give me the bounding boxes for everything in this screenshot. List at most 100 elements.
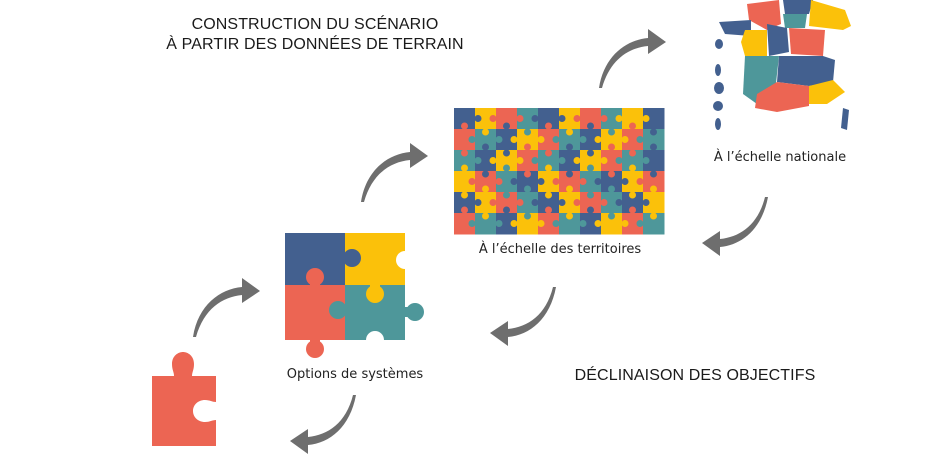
territory-piece-tab [608, 212, 615, 220]
tab-teal-left-neck [343, 305, 349, 315]
arrow-up-right-3 [599, 29, 666, 88]
territory-piece [475, 192, 497, 214]
territory-piece-tab [545, 191, 552, 199]
territory-piece-tab [516, 199, 524, 206]
territory-piece [643, 192, 665, 214]
caption-national: À l’échelle nationale [713, 150, 847, 165]
region-ile-de-france [783, 14, 807, 28]
territory-piece-tab [608, 143, 615, 151]
territory-piece-tab [636, 136, 644, 143]
territory-piece-tab [579, 220, 587, 227]
territory-piece-tab [461, 122, 468, 130]
territory-piece-tab [495, 220, 503, 227]
territory-piece-tab [495, 136, 503, 143]
territory-piece-tab [489, 199, 497, 206]
territory-piece-tab [482, 185, 489, 193]
blank-yellow-right [396, 251, 414, 269]
territory-piece [643, 150, 665, 172]
territory-piece [580, 213, 602, 235]
territory-piece [601, 129, 623, 151]
territory-piece-tab [474, 199, 482, 206]
territory-piece-tab [545, 149, 552, 157]
territory-piece-tab [468, 178, 476, 185]
territory-piece [622, 171, 644, 193]
territory-piece [580, 150, 602, 172]
territory-piece [559, 171, 581, 193]
territory-piece-tab [545, 206, 552, 214]
territory-piece-tab [587, 149, 594, 157]
territory-piece-tab [594, 136, 602, 143]
territory-piece-tab [489, 157, 497, 164]
territory-piece-tab [510, 220, 518, 227]
region-corse [841, 108, 849, 130]
territory-piece [454, 150, 476, 172]
territory-piece-tab [552, 136, 560, 143]
territory-piece-tab [461, 206, 468, 214]
construction-heading-line1: CONSTRUCTION DU SCÉNARIO [191, 16, 439, 33]
territory-piece-tab [579, 136, 587, 143]
region-grand-est [809, 0, 851, 30]
territory-piece-tab [621, 220, 629, 227]
territory-piece-tab [642, 115, 650, 122]
territory-piece [622, 108, 644, 130]
region-centre [767, 24, 789, 56]
territory-piece [601, 192, 623, 214]
territory-piece-tab [510, 136, 518, 143]
region-normandie [747, 0, 781, 30]
territory-piece [517, 108, 539, 130]
territory-piece-tab [558, 157, 566, 164]
territory-piece [601, 108, 623, 130]
territory-piece [454, 129, 476, 151]
territory-piece-tab [482, 212, 489, 220]
territory-piece-tab [642, 199, 650, 206]
territory-piece [517, 171, 539, 193]
territory-piece-tab [566, 128, 573, 136]
territory-piece-tab [629, 149, 636, 157]
territory-piece [538, 129, 560, 151]
territory-piece [454, 171, 476, 193]
territory-piece-tab [503, 122, 510, 130]
territory-piece-tab [629, 191, 636, 199]
territory-piece [580, 108, 602, 130]
territory-piece [622, 192, 644, 214]
territory-piece-tab [636, 220, 644, 227]
territory-piece-tab [566, 170, 573, 178]
territory-piece-tab [461, 149, 468, 157]
territory-piece-tab [474, 157, 482, 164]
territory-piece-tab [573, 157, 581, 164]
territory-piece [475, 150, 497, 172]
territory-piece-tab [573, 199, 581, 206]
territory-piece [538, 213, 560, 235]
territory-piece-tab [489, 115, 497, 122]
territory-piece-tab [650, 170, 657, 178]
caption-systems: Options de systèmes [286, 367, 424, 382]
overseas-territory [715, 64, 721, 76]
territory-piece-tab [531, 115, 539, 122]
territory-piece [559, 108, 581, 130]
tab-teal-right-neck [403, 307, 411, 317]
territory-piece-tab [650, 185, 657, 193]
curved-arrow-icon [490, 287, 556, 346]
territory-piece [496, 192, 518, 214]
territory-piece-tab [510, 178, 518, 185]
single-puzzle-piece-shape [152, 352, 216, 446]
territory-piece [601, 213, 623, 235]
territory-piece [517, 129, 539, 151]
territory-piece-tab [587, 191, 594, 199]
arrow-up-right-1 [193, 278, 260, 337]
territory-piece-tab [621, 178, 629, 185]
arrow-down-left-1 [702, 197, 768, 256]
region-paca [809, 80, 845, 104]
territory-piece [622, 129, 644, 151]
territory-piece-tab [566, 212, 573, 220]
territory-piece-tab [600, 157, 608, 164]
territory-piece [580, 129, 602, 151]
territory-piece-tab [629, 206, 636, 214]
tab-blue-right-neck [342, 253, 348, 263]
tab-yellow-down-neck [370, 283, 380, 289]
caption-territories: À l’échelle des territoires [478, 242, 642, 257]
territory-piece [496, 108, 518, 130]
territory-piece-tab [615, 199, 623, 206]
territory-piece-tab [516, 115, 524, 122]
territory-piece [538, 192, 560, 214]
